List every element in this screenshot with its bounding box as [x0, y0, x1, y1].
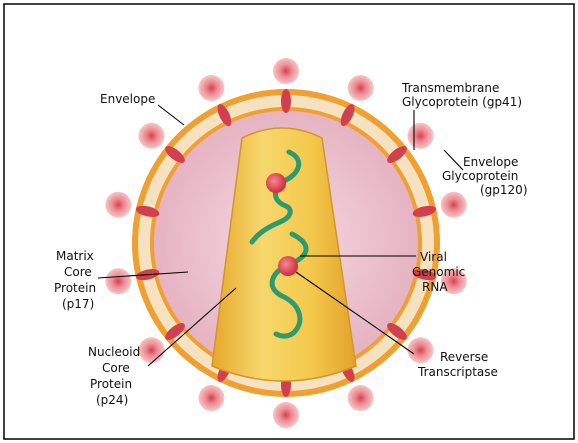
label-gp120-line2: Glycoprotein: [442, 169, 518, 183]
label-transmembrane-line1: Transmembrane: [401, 81, 499, 95]
reverse-transcriptase-top: [266, 173, 286, 193]
gp120-knob: [408, 123, 434, 149]
gp120-knob: [408, 337, 434, 363]
label-gp120-line1: Envelope: [463, 155, 518, 169]
gp120-knob: [198, 385, 224, 411]
label-gp120-line3: (gp120): [480, 183, 528, 197]
gp120-knob: [273, 58, 299, 84]
gp120-knob: [348, 75, 374, 101]
label-viral-line2: Genomic: [412, 265, 465, 279]
gp120-knob: [441, 192, 467, 218]
label-reverse-line2: Transcriptase: [417, 365, 498, 379]
gp120-knob: [139, 337, 165, 363]
label-viral-line1: Viral: [420, 250, 447, 264]
label-nucleoid-line1: Nucleoid: [88, 345, 140, 359]
label-nucleoid-line2: Core: [102, 361, 130, 375]
label-matrix-line3: Protein: [54, 281, 96, 295]
gp120-knob: [105, 192, 131, 218]
label-transmembrane-line2: Glycoprotein (gp41): [402, 95, 522, 109]
label-matrix-line2: Core: [64, 265, 92, 279]
gp120-knob: [105, 268, 131, 294]
gp120-knob: [273, 402, 299, 428]
label-envelope: Envelope: [100, 92, 155, 106]
gp120-knob: [198, 75, 224, 101]
label-nucleoid-line4: (p24): [96, 393, 128, 407]
label-matrix-line4: (p17): [62, 297, 94, 311]
gp120-knob: [139, 123, 165, 149]
gp120-knob: [348, 385, 374, 411]
gp41-stalk: [281, 89, 291, 113]
label-reverse-line1: Reverse: [440, 350, 488, 364]
reverse-transcriptase-bottom: [278, 256, 298, 276]
label-matrix-line1: Matrix: [56, 249, 94, 263]
label-nucleoid-line3: Protein: [90, 377, 132, 391]
label-viral-line3: RNA: [422, 280, 448, 294]
